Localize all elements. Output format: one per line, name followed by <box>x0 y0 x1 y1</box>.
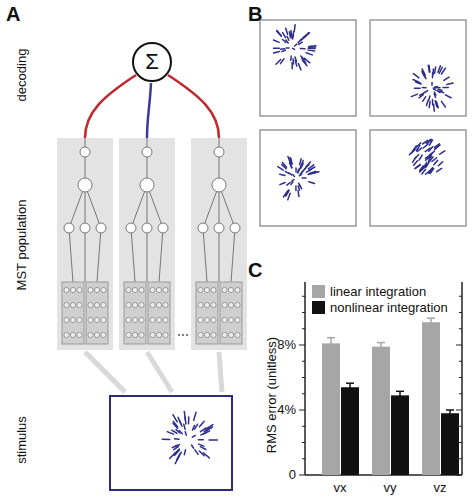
legend-text: nonlinear integration <box>330 300 448 315</box>
panel-letter: C <box>248 259 262 281</box>
tick-label: vy <box>384 481 397 495</box>
decoding-wires <box>85 75 219 138</box>
ellipsis-dots <box>178 334 188 336</box>
flow-pattern <box>162 411 217 463</box>
stimulus-frame <box>370 20 466 116</box>
sum-circle: Σ <box>132 42 172 82</box>
legend-text: linear integration <box>330 284 426 299</box>
stimulus-frame <box>370 130 466 226</box>
panel-letter: A <box>6 3 20 25</box>
flow-pattern <box>278 157 319 200</box>
mst-unit <box>191 138 247 350</box>
bars <box>322 318 459 475</box>
flow-pattern <box>411 65 453 111</box>
tick-label: 4% <box>277 403 296 417</box>
feed-lines <box>85 352 222 392</box>
tick-label: 0 <box>289 468 296 482</box>
node-text: Σ <box>145 49 159 75</box>
legend-swatch <box>312 285 325 298</box>
axis-title: MST population <box>15 200 29 291</box>
tick-label: vz <box>434 481 447 495</box>
legend-entry: linear integration <box>312 284 426 299</box>
axes <box>299 282 462 475</box>
tick-label: 8% <box>277 338 296 352</box>
stimulus-frame <box>260 130 356 226</box>
stimulus-box <box>110 396 232 490</box>
stimulus-frame <box>260 20 356 116</box>
mst-unit <box>119 138 175 350</box>
flow-pattern <box>409 139 444 174</box>
flow-pattern <box>273 25 315 70</box>
panel-letter: B <box>248 3 262 25</box>
legend-swatch <box>312 301 325 314</box>
legend-entry: nonlinear integration <box>312 300 448 315</box>
axis-title: stimulus <box>15 416 29 464</box>
tick-label: vx <box>334 481 347 495</box>
mst-unit <box>57 138 113 350</box>
axis-title: decoding <box>15 49 29 102</box>
axis-title: RMS error (unitless) <box>265 337 279 453</box>
